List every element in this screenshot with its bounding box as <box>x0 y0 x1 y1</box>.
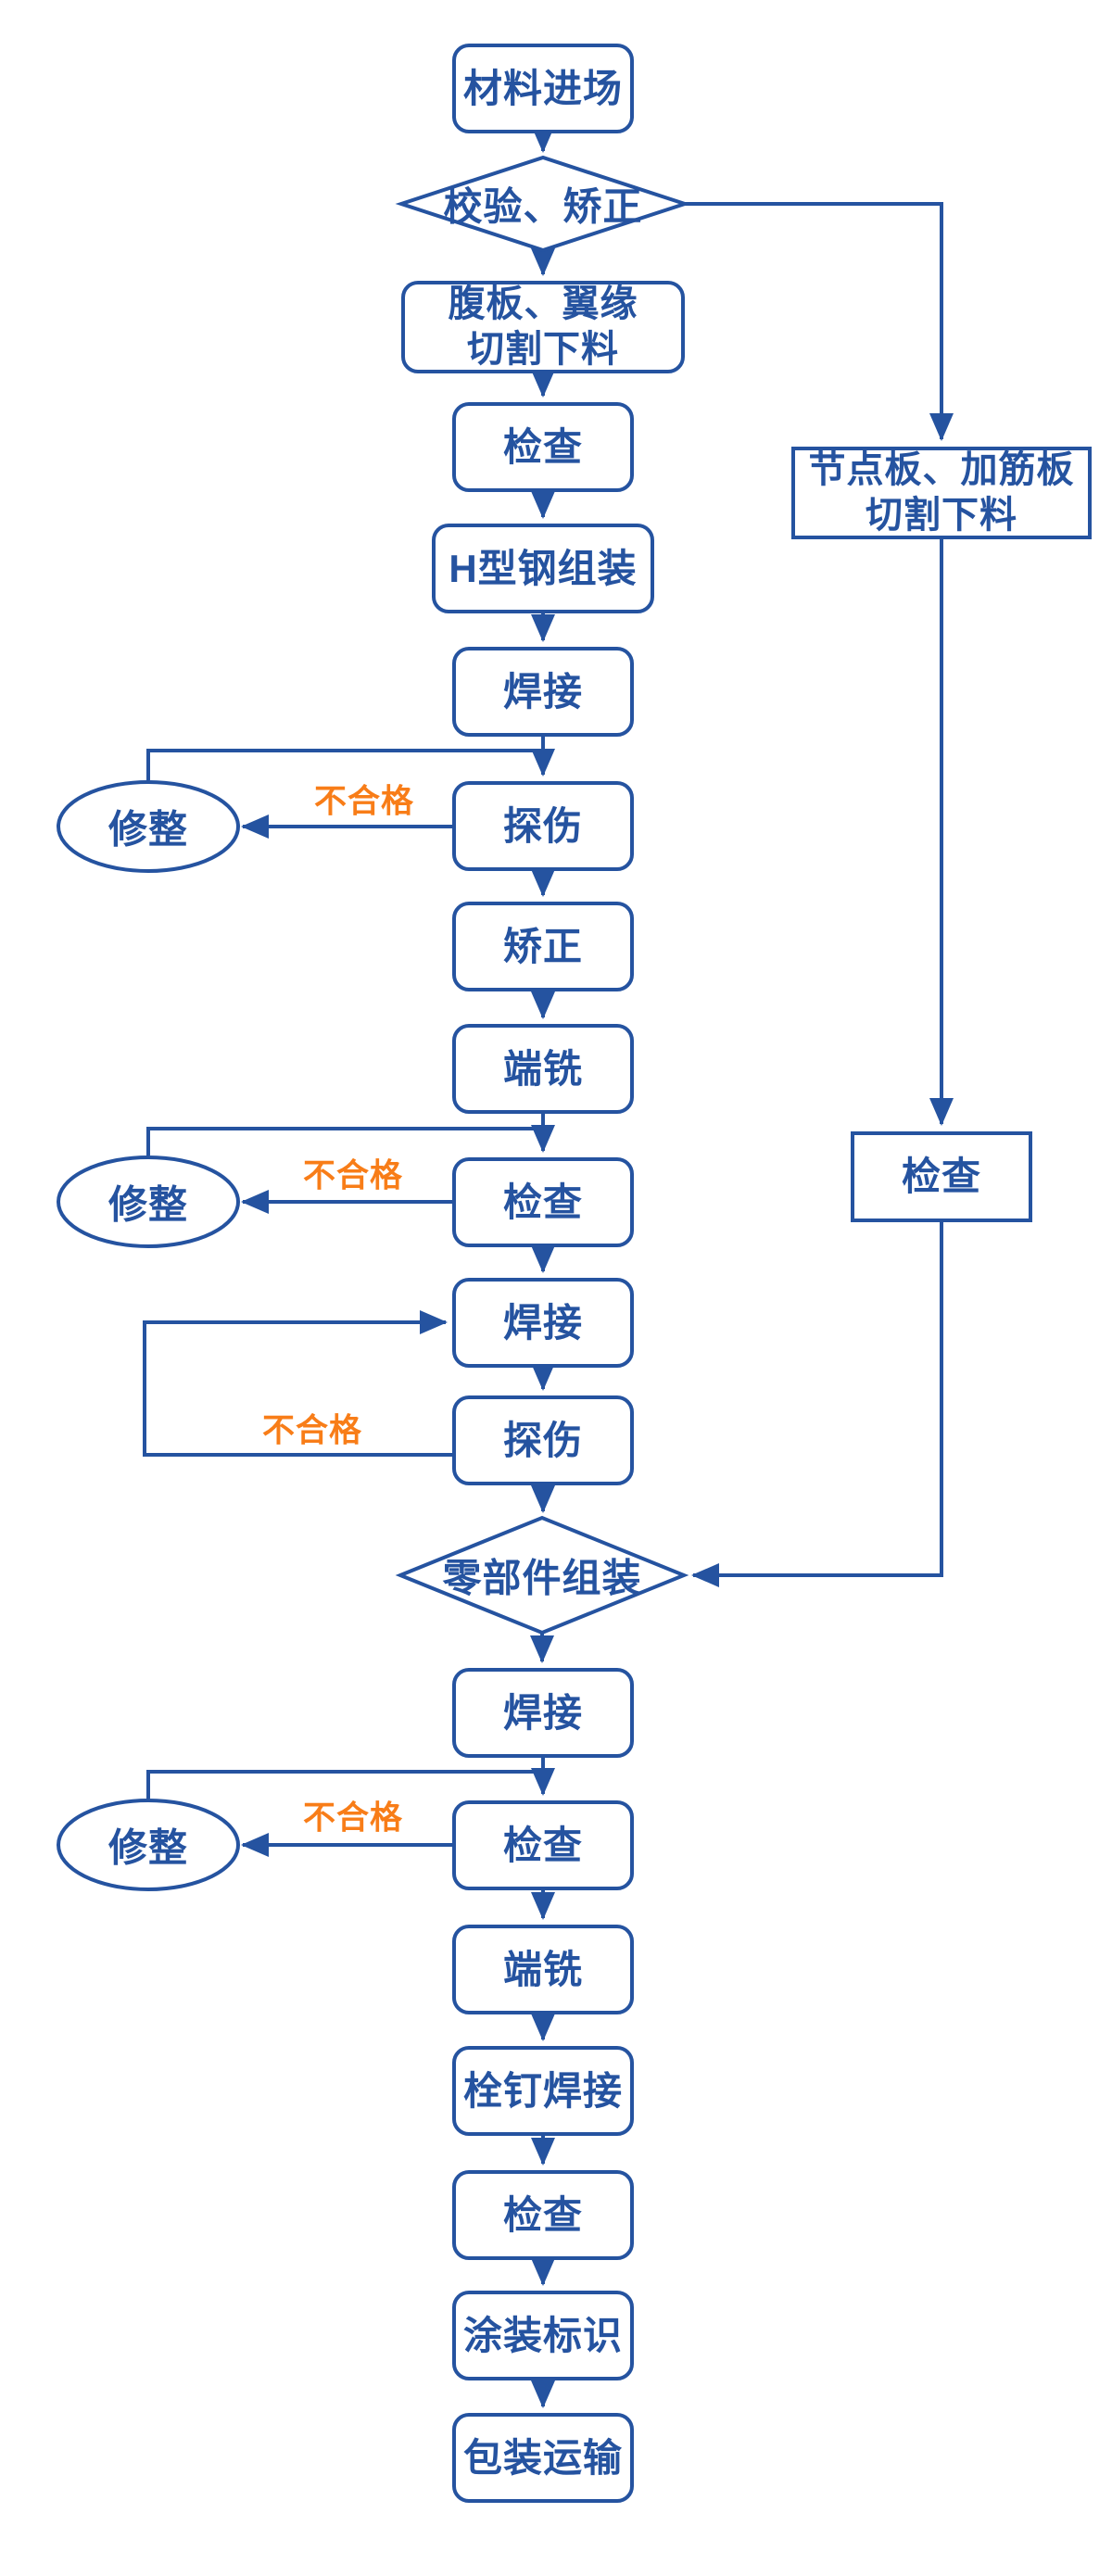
edge-branch-to-trim2 <box>146 1127 543 1155</box>
terminal-trim2-label: 修整 <box>107 1182 189 1227</box>
node-inspect-4-label: 检查 <box>502 2192 583 2237</box>
node-material-entry-label: 材料进场 <box>462 66 623 110</box>
terminal-trim3-shape <box>57 1799 240 1891</box>
node-pack-ship-label: 包装运输 <box>462 2435 623 2480</box>
node-weld-2: 焊接 <box>452 1278 634 1368</box>
node-web-flange-cut-line2: 切割下料 <box>467 329 619 370</box>
terminal-trim1-label: 修整 <box>107 807 189 852</box>
node-stud-weld-label: 栓钉焊接 <box>462 2068 623 2113</box>
node-inspect-2-label: 检查 <box>502 1180 583 1224</box>
node-end-mill-1: 端铣 <box>452 1024 634 1114</box>
node-inspect-right-label: 检查 <box>901 1155 981 1199</box>
node-inspect-2: 检查 <box>452 1157 634 1247</box>
terminal-trim3-label: 修整 <box>107 1825 189 1870</box>
node-end-mill-2-label: 端铣 <box>502 1947 583 1991</box>
node-node-stiffener-cut-line1: 节点板、加筋板 <box>808 449 1075 491</box>
node-h-beam-assembly: H型钢组装 <box>432 524 654 613</box>
terminal-trim2-shape <box>57 1155 240 1248</box>
node-inspect-right: 检查 <box>851 1131 1032 1222</box>
edges <box>143 125 954 2408</box>
terminal-trim1-shape <box>57 780 240 873</box>
edge-inspectr-to-partsasm <box>691 1222 943 1587</box>
node-correct-label: 矫正 <box>502 924 583 968</box>
node-flaw-detect-2-label: 探伤 <box>502 1418 583 1462</box>
node-pack-ship: 包装运输 <box>452 2413 634 2503</box>
node-paint-mark: 涂装标识 <box>452 2291 634 2380</box>
node-flaw-detect-1-label: 探伤 <box>502 803 583 848</box>
node-inspect-1-label: 检查 <box>502 424 583 469</box>
node-material-entry: 材料进场 <box>452 44 634 133</box>
node-flaw-detect-2: 探伤 <box>452 1395 634 1485</box>
node-h-beam-assembly-label: H型钢组装 <box>449 546 638 590</box>
decision-verify-correct-label: 校验、矫正 <box>443 184 643 229</box>
node-weld-1-label: 焊接 <box>502 669 583 713</box>
node-inspect-4: 检查 <box>452 2170 634 2260</box>
node-weld-2-label: 焊接 <box>502 1300 583 1345</box>
edge-branch-to-trim3 <box>146 1770 543 1799</box>
decision-parts-assembly-label: 零部件组装 <box>442 1556 642 1600</box>
edge-label-reject-4: 不合格 <box>302 1799 404 1837</box>
edge-label-reject-2: 不合格 <box>302 1157 404 1194</box>
node-paint-mark-label: 涂装标识 <box>462 2313 623 2357</box>
edge-label-reject-1: 不合格 <box>313 783 415 820</box>
node-end-mill-1-label: 端铣 <box>502 1046 583 1091</box>
node-weld-1: 焊接 <box>452 647 634 737</box>
edge-label-reject-3: 不合格 <box>261 1412 363 1449</box>
node-node-stiffener-cut-line2: 切割下料 <box>866 495 1017 536</box>
edge-reject-loop <box>143 1310 452 1457</box>
node-flaw-detect-1: 探伤 <box>452 781 634 871</box>
decision-parts-assembly-shape <box>395 1515 689 1635</box>
node-node-stiffener-cut: 节点板、加筋板 切割下料 <box>791 447 1092 539</box>
node-end-mill-2: 端铣 <box>452 1925 634 2014</box>
edge-verify-to-nodecut <box>685 202 954 441</box>
node-inspect-1: 检查 <box>452 402 634 492</box>
node-web-flange-cut: 腹板、翼缘 切割下料 <box>401 281 685 373</box>
node-weld-3-label: 焊接 <box>502 1690 583 1735</box>
decision-verify-correct-shape <box>395 155 691 253</box>
node-inspect-3-label: 检查 <box>502 1823 583 1867</box>
edge-branch-to-trim1 <box>146 749 543 780</box>
node-stud-weld: 栓钉焊接 <box>452 2046 634 2136</box>
node-inspect-3: 检查 <box>452 1800 634 1890</box>
node-weld-3: 焊接 <box>452 1668 634 1758</box>
node-correct: 矫正 <box>452 902 634 991</box>
node-web-flange-cut-line1: 腹板、翼缘 <box>448 284 638 325</box>
